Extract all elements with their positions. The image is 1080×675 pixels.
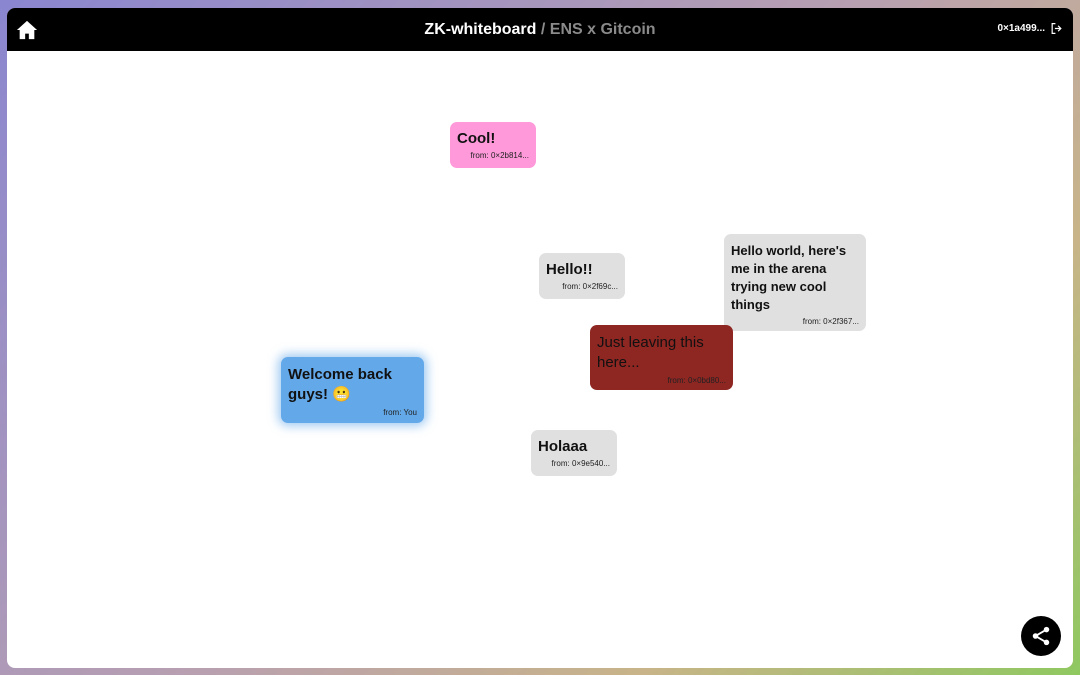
account-address: 0×1a499... (997, 23, 1045, 34)
note-hello[interactable]: Hello!! from: 0×2f69c... (539, 253, 625, 299)
share-icon (1032, 626, 1050, 646)
note-author: from: 0×2b814... (470, 151, 529, 160)
account-area: 0×1a499... (997, 22, 1063, 35)
home-icon[interactable] (16, 19, 38, 41)
note-welcome[interactable]: Welcome back guys! 😬 from: You (281, 357, 424, 423)
note-author: from: 0×0bd80... (667, 376, 726, 385)
header-bar: ZK-whiteboard / ENS x Gitcoin 0×1a499... (7, 8, 1073, 51)
logout-icon[interactable] (1050, 22, 1063, 35)
note-text: Cool! (457, 130, 496, 147)
note-just-leaving[interactable]: Just leaving this here... from: 0×0bd80.… (590, 325, 733, 390)
note-cool[interactable]: Cool! from: 0×2b814... (450, 122, 536, 168)
note-author: from: You (383, 408, 417, 417)
board-name: ENS x Gitcoin (549, 20, 656, 38)
note-text: Holaaa (538, 438, 588, 455)
title-separator: / (536, 20, 550, 38)
note-author: from: 0×9e540... (551, 459, 610, 468)
note-text: Welcome back guys! 😬 (288, 366, 392, 403)
note-hello-world[interactable]: Hello world, here's me in the arena tryi… (724, 234, 866, 331)
note-holaaa[interactable]: Holaaa from: 0×9e540... (531, 430, 617, 476)
brand-name: ZK-whiteboard (424, 20, 537, 38)
note-text: Hello world, here's me in the arena tryi… (731, 243, 847, 312)
note-text: Just leaving this here... (597, 334, 704, 371)
share-button[interactable] (1021, 616, 1061, 656)
note-author: from: 0×2f69c... (562, 282, 618, 291)
note-author: from: 0×2f367... (802, 317, 859, 326)
page-title: ZK-whiteboard / ENS x Gitcoin (424, 21, 655, 39)
app-window: ZK-whiteboard / ENS x Gitcoin 0×1a499...… (7, 8, 1073, 668)
note-text: Hello!! (546, 261, 593, 278)
